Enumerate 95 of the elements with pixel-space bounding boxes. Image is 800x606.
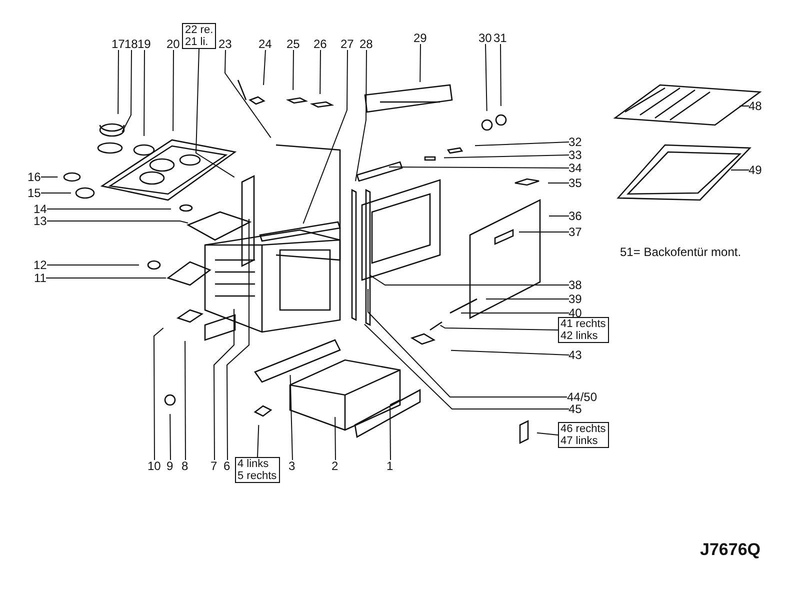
leader-line: [440, 324, 558, 330]
callout-number: 32: [568, 136, 582, 148]
callout-number: 23: [218, 38, 232, 50]
leader-line: [368, 288, 568, 398]
leader-line: [46, 220, 188, 224]
callout-number: 47 links: [560, 435, 599, 447]
callout-box: [558, 422, 609, 448]
callout-number: 8: [182, 460, 188, 472]
callout-number: 42 links: [560, 330, 599, 342]
note-text: 51= Backofentür mont.: [620, 245, 742, 259]
leader-line: [170, 414, 171, 460]
callout-number: 43: [568, 349, 582, 361]
leader-line: [302, 50, 348, 224]
leader-line: [390, 406, 391, 460]
drawing-number: J7676Q: [700, 540, 760, 560]
leader-line: [548, 182, 570, 184]
leader-line: [460, 312, 570, 314]
callout-number: 35: [568, 177, 582, 189]
callout-number: 28: [360, 38, 373, 50]
callout-number: 11: [34, 272, 46, 284]
callout-number: 16: [28, 171, 41, 183]
callout-number: 30: [478, 32, 492, 44]
callout-number: 27: [340, 38, 354, 50]
callout-number: 49: [748, 164, 762, 176]
callout-box: [558, 317, 609, 343]
leader-line: [172, 50, 174, 132]
leader-line: [536, 432, 558, 436]
callout-number: 24: [258, 38, 272, 50]
callout-number: 29: [414, 32, 427, 44]
callout-number: 22 re.: [185, 24, 214, 36]
callout-number: 12: [34, 259, 47, 271]
callout-number: 6: [224, 460, 230, 472]
callout-number: 44/50: [567, 391, 598, 403]
leader-line: [224, 50, 272, 138]
leader-line: [355, 50, 367, 182]
callout-number: 45: [568, 403, 582, 415]
callout-number: 7: [210, 460, 218, 472]
callout-number: 18: [124, 38, 138, 50]
callout-number: 38: [568, 279, 582, 291]
callout-number: 34: [568, 162, 582, 174]
leader-line: [144, 50, 145, 136]
leader-line: [290, 374, 293, 460]
leader-line: [334, 416, 336, 460]
callout-number: 17: [112, 38, 125, 50]
leader-line: [196, 48, 235, 178]
callout-number: 5 rechts: [238, 470, 277, 482]
callout-number: 26: [314, 38, 327, 50]
callout-number: 20: [166, 38, 180, 50]
callout-number: 14: [34, 203, 47, 215]
callout-number: 1: [386, 460, 394, 472]
leader-line: [226, 218, 250, 460]
leader-line: [263, 50, 266, 86]
leader-line: [364, 324, 570, 410]
callout-number: 2: [332, 460, 338, 472]
callout-number: 46 rechts: [560, 423, 606, 435]
callout-number: 40: [568, 307, 582, 319]
leader-line: [320, 50, 321, 94]
leader-line: [292, 50, 294, 90]
leader-line: [257, 424, 260, 458]
leader-line: [184, 340, 186, 460]
callout-number: 33: [568, 149, 582, 161]
callout-number: 19: [138, 38, 151, 50]
leader-line: [118, 50, 119, 114]
leader-line: [40, 176, 58, 178]
callout-number: 37: [568, 226, 582, 238]
callout-number: 4 links: [238, 458, 270, 470]
leader-line: [444, 154, 570, 158]
leader-line: [420, 44, 421, 82]
callout-number: 13: [34, 215, 47, 227]
leader-line: [474, 142, 570, 146]
leader-line: [214, 308, 234, 460]
callout-number: 39: [568, 293, 582, 305]
callout-number: 9: [166, 460, 174, 472]
leader-line: [486, 298, 570, 300]
leader-line: [46, 208, 172, 210]
leader-line: [40, 192, 72, 194]
callout-number: 48: [748, 100, 762, 112]
callout-number: 36: [568, 210, 582, 222]
callout-number: 41 rechts: [560, 318, 606, 330]
callout-number: 21 li.: [185, 36, 210, 48]
callout-number: 31: [494, 32, 507, 44]
leader-line: [369, 274, 570, 286]
leader-line: [122, 50, 132, 133]
callout-box: [182, 23, 216, 49]
callout-number: 25: [286, 38, 300, 50]
leader-line: [388, 166, 570, 168]
callout-number: 10: [148, 460, 161, 472]
leader-line: [500, 44, 502, 106]
leader-line: [485, 44, 488, 112]
callout-box: [234, 457, 280, 483]
callout-number: 3: [288, 460, 296, 472]
leader-line: [154, 328, 164, 460]
callout-number: 15: [28, 187, 41, 199]
leader-line: [450, 350, 570, 356]
leader-line: [46, 264, 140, 266]
